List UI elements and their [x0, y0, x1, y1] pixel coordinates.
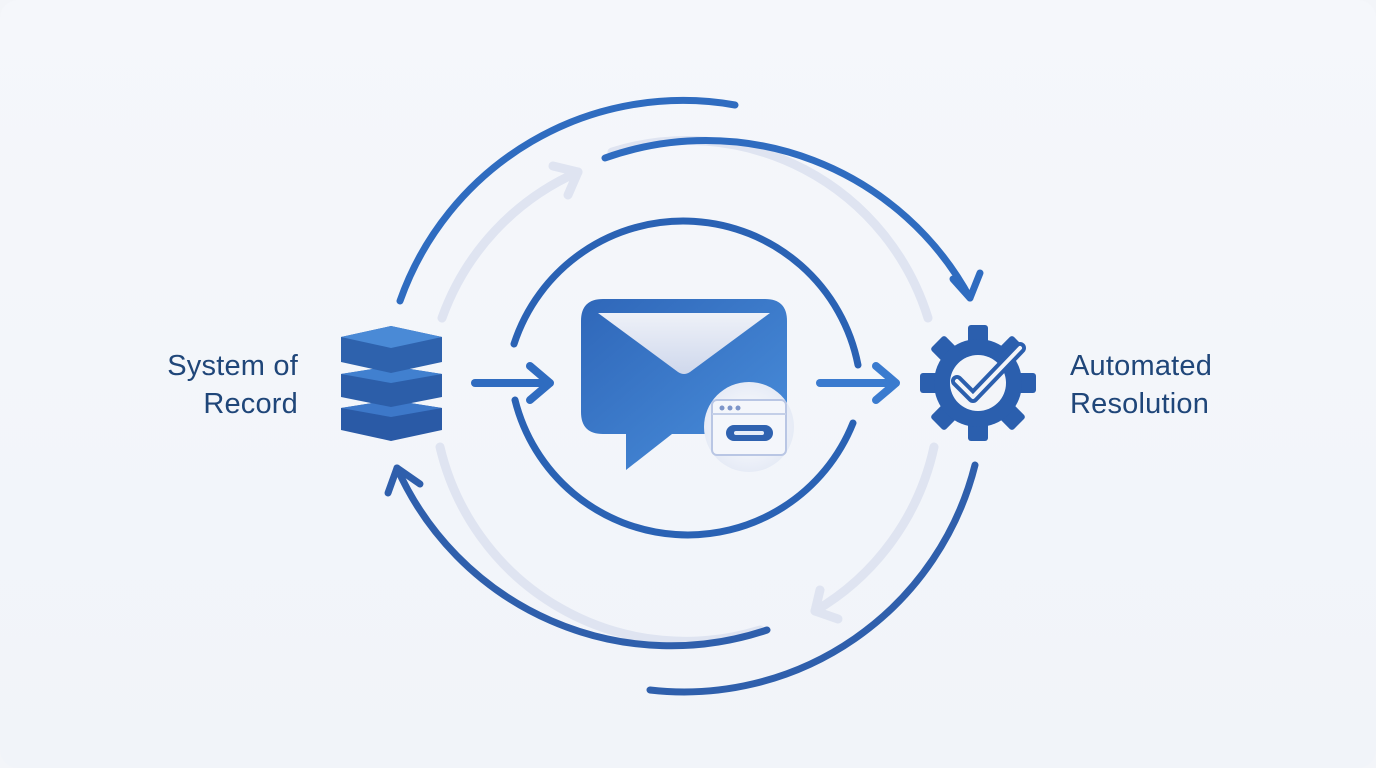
system-of-record-line1: System of — [167, 350, 298, 382]
form-window-icon — [704, 382, 794, 472]
arrow-system-to-message — [471, 362, 554, 404]
automated-resolution-line1: Automated — [1070, 350, 1213, 382]
inner-loop — [510, 217, 862, 539]
automated-resolution-line2: Resolution — [1070, 388, 1210, 420]
automated-resolution-label: Automated Resolution — [1070, 347, 1212, 423]
outer-loop-bottom — [384, 461, 979, 696]
gear-check-icon — [920, 325, 1036, 441]
arrow-message-to-resolution — [816, 362, 900, 404]
database-stack-icon — [341, 326, 442, 441]
outer-loop-top — [396, 96, 984, 305]
arrowhead-to-resolution — [949, 269, 984, 302]
system-of-record-label: System of Record — [167, 347, 298, 423]
system-of-record-line2: Record — [203, 388, 298, 420]
arrowhead-to-system — [384, 464, 424, 497]
